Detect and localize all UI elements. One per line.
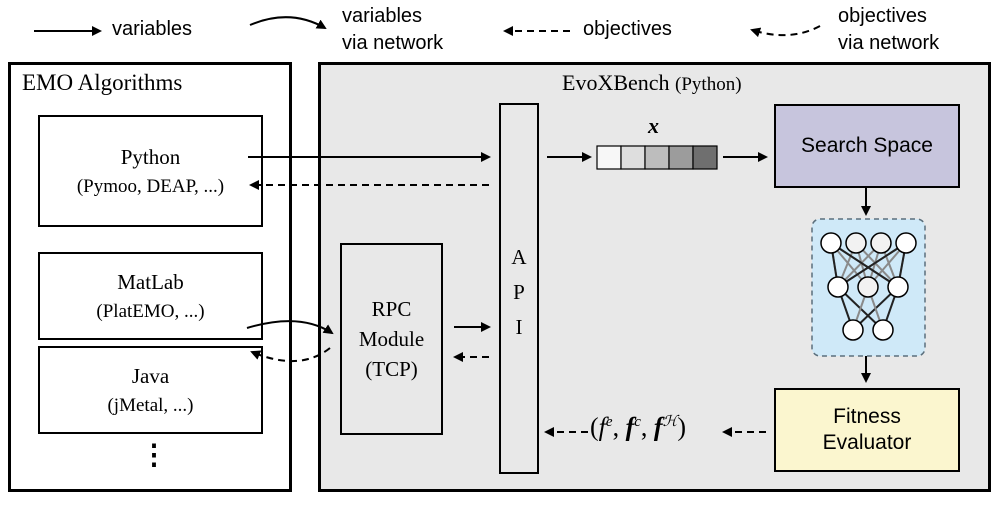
evoxbench-title-suffix: (Python) — [675, 74, 742, 95]
legend-variables-label: variables — [112, 18, 193, 40]
api-letter-a: A — [511, 245, 527, 269]
matlab-name: MatLab — [117, 269, 184, 294]
x-cell — [668, 145, 694, 170]
neural-network-icon — [811, 218, 926, 357]
evoxbench-title-name: EvoXBench — [562, 70, 670, 95]
search-space-label: Search Space — [801, 134, 933, 157]
x-cell — [692, 145, 718, 170]
matlab-to-rpc-arrow — [246, 320, 334, 335]
api-letters: A P I — [499, 240, 539, 345]
objectives-formula: (fe, fc, fℋ) — [590, 412, 687, 442]
matlab-box: MatLab (PlatEMO, ...) — [38, 252, 263, 340]
fitness-line-2: Evaluator — [822, 431, 912, 454]
rpc-line-3: (TCP) — [365, 357, 418, 381]
legend-variables-network-label-1: variables — [342, 5, 423, 27]
python-name: Python — [120, 144, 181, 169]
legend-objectives-network-label-2: via network — [838, 32, 940, 54]
rpc-line-1: RPC — [371, 297, 412, 321]
java-name: Java — [131, 363, 170, 388]
rpc-line-2: Module — [358, 327, 425, 351]
rpc-module-box: RPC Module (TCP) — [340, 243, 443, 435]
legend-objectives-network-arrow — [750, 25, 821, 38]
api-letter-p: P — [513, 280, 525, 304]
more-ellipsis: ⋮ — [140, 440, 168, 471]
java-box: Java (jMetal, ...) — [38, 346, 263, 434]
legend-arrows — [34, 16, 821, 38]
api-box — [499, 103, 539, 474]
java-libs: (jMetal, ...) — [107, 394, 194, 416]
x-vector — [596, 145, 718, 170]
python-libs: (Pymoo, DEAP, ...) — [76, 175, 225, 197]
legend-objectives-label: objectives — [583, 18, 672, 40]
x-cell — [644, 145, 670, 170]
x-cell — [620, 145, 646, 170]
x-cell — [596, 145, 622, 170]
search-space-box: Search Space — [774, 104, 960, 188]
legend-objectives-network-label-1: objectives — [838, 5, 927, 27]
fitness-line-1: Fitness — [833, 405, 901, 428]
legend-variables-network-arrow — [249, 16, 327, 29]
fitness-evaluator-box: Fitness Evaluator — [774, 388, 960, 472]
matlab-libs: (PlatEMO, ...) — [96, 300, 205, 322]
evoxbench-title: EvoXBench (Python) — [562, 70, 742, 96]
x-vector-label: x — [648, 113, 659, 138]
rpc-to-java-arrow — [250, 347, 331, 362]
api-letter-i: I — [515, 315, 523, 339]
python-box: Python (Pymoo, DEAP, ...) — [38, 115, 263, 227]
emo-algorithms-title: EMO Algorithms — [22, 70, 183, 95]
legend-variables-network-label-2: via network — [342, 32, 444, 54]
